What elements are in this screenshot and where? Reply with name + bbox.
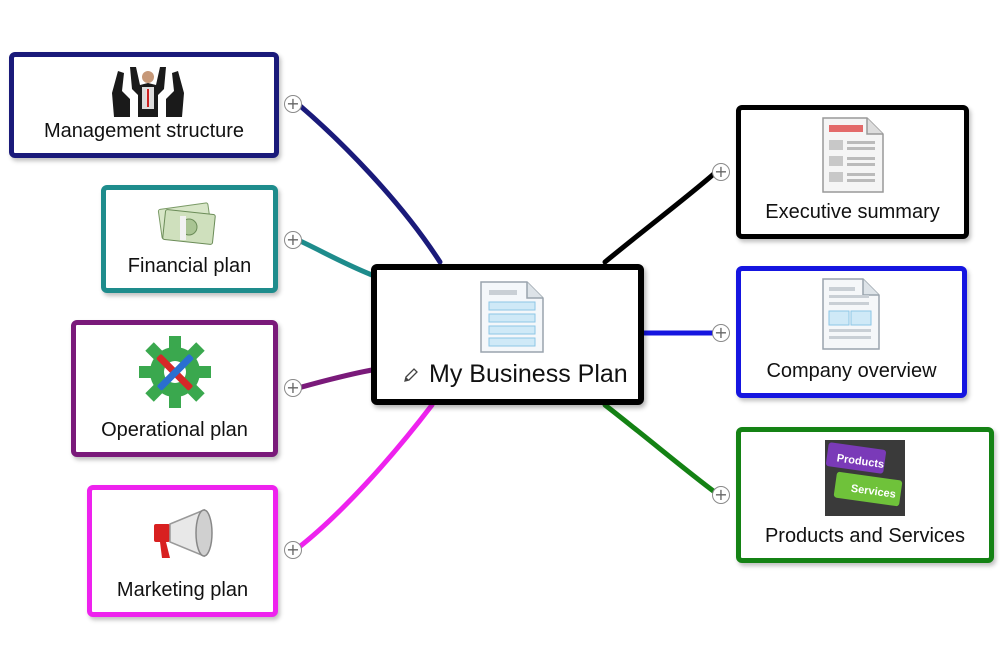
central-topic[interactable]: My Business Plan [371,264,644,405]
connector-products [602,402,719,496]
report-document-icon [822,117,884,193]
node-label: Products and Services [764,525,966,547]
gear-tools-icon [139,336,211,408]
node-marketing-plan[interactable]: Marketing plan [87,485,278,617]
connector-marketing [295,402,435,551]
node-operational-plan[interactable]: Operational plan [71,320,278,457]
expand-operational-button[interactable]: + [284,379,302,397]
node-label: Financial plan [127,255,252,277]
connector-management [295,101,443,265]
celebrating-businessmen-icon [112,67,184,117]
pencil-icon[interactable] [403,367,419,383]
document-icon [822,278,880,350]
node-label: Company overview [766,360,937,382]
node-executive-summary[interactable]: Executive summary [736,105,969,239]
node-financial-plan[interactable]: Financial plan [101,185,278,293]
expand-products-button[interactable]: + [712,486,730,504]
central-topic-label: My Business Plan [429,360,628,388]
connector-executive [602,169,719,265]
expand-management-button[interactable]: + [284,95,302,113]
megaphone-icon [154,508,213,558]
expand-company-button[interactable]: + [712,324,730,342]
expand-financial-button[interactable]: + [284,231,302,249]
products-services-keys-icon: Products Services [825,440,905,516]
node-label: Operational plan [101,419,248,441]
node-label: Management structure [43,120,245,142]
connector-financial [295,237,375,278]
node-label: Marketing plan [116,579,249,601]
connector-operational [295,367,375,391]
node-management-structure[interactable]: Management structure [9,52,279,158]
node-label: Executive summary [765,201,940,223]
node-company-overview[interactable]: Company overview [736,266,967,398]
money-bills-icon [157,202,216,245]
expand-marketing-button[interactable]: + [284,541,302,559]
document-icon [480,281,544,353]
node-products-and-services[interactable]: Products Services Products and Services [736,427,994,563]
expand-executive-button[interactable]: + [712,163,730,181]
